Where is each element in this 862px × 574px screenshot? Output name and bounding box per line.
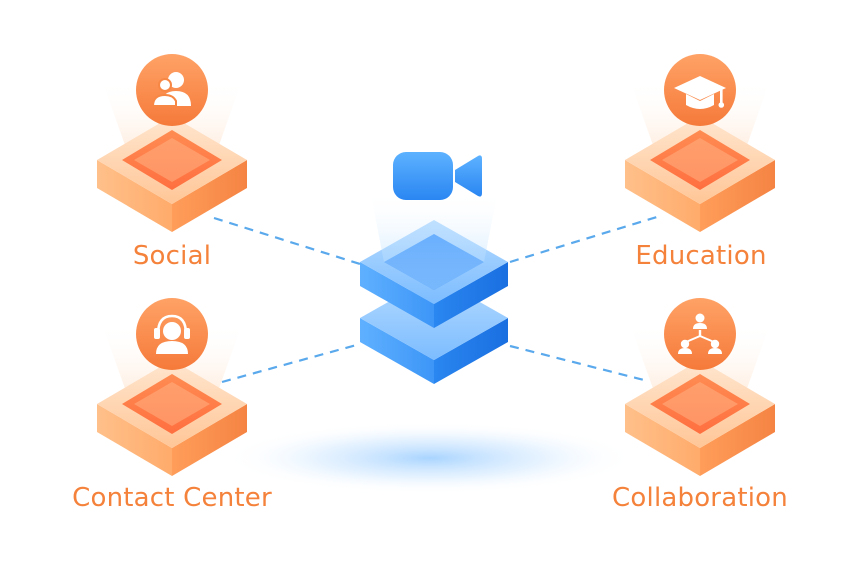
hub-floor-glow bbox=[225, 422, 635, 494]
graduation-cap-icon bbox=[674, 76, 726, 109]
team-network-icon bbox=[678, 313, 722, 354]
connector-contact-center bbox=[221, 342, 361, 384]
hub-server-stack bbox=[360, 190, 508, 384]
node-social bbox=[97, 54, 247, 232]
node-collaboration bbox=[625, 298, 775, 476]
connector-education bbox=[509, 214, 661, 264]
headset-agent-icon bbox=[154, 314, 190, 354]
label-collaboration: Collaboration bbox=[612, 483, 788, 513]
connector-collaboration bbox=[509, 344, 645, 382]
connector-social bbox=[213, 216, 361, 266]
label-education: Education bbox=[635, 241, 767, 271]
video-camera-icon bbox=[393, 152, 482, 200]
node-contact-center bbox=[97, 298, 247, 476]
label-contact-center: Contact Center bbox=[72, 483, 272, 513]
connector-lines bbox=[213, 214, 661, 384]
label-social: Social bbox=[132, 241, 212, 271]
users-icon bbox=[151, 72, 191, 107]
node-education bbox=[625, 54, 775, 232]
